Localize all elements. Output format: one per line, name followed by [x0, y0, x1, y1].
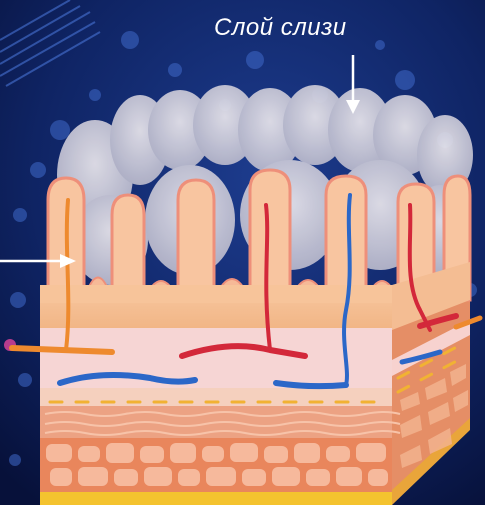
lymph-vessel-horizontal	[12, 348, 112, 352]
villus-5	[326, 176, 366, 300]
villus-2	[112, 195, 144, 300]
vein-horizontal-right	[276, 383, 346, 386]
villus-4	[250, 170, 290, 300]
lymph-vessel-villus	[66, 200, 68, 350]
mucus-layer-label: Слой слизи	[214, 14, 347, 42]
mucosa-top-band	[40, 285, 392, 303]
villus-3	[178, 180, 214, 300]
serosa-base-layer	[40, 492, 392, 505]
